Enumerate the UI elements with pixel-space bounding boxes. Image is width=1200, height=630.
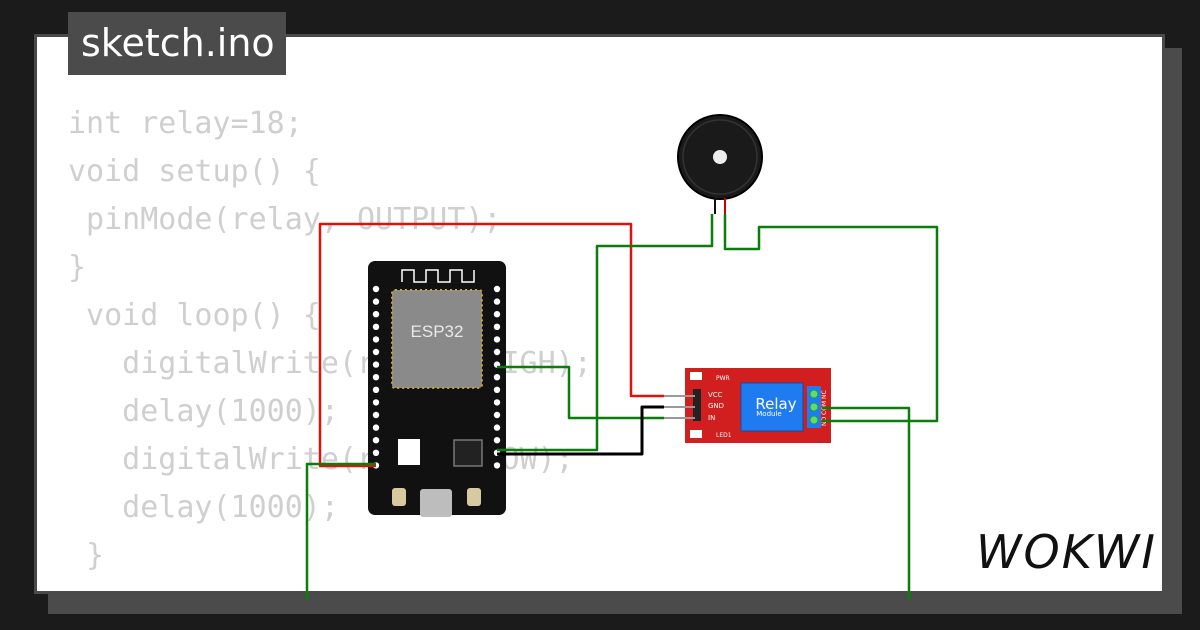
code-line: void loop() { — [68, 298, 321, 333]
esp32-pin[interactable] — [493, 437, 501, 444]
esp32-regulator — [398, 439, 420, 465]
esp32-pins-left — [372, 285, 380, 469]
file-tab-label: sketch.ino — [81, 21, 275, 65]
code-line: delay(1000); — [68, 394, 339, 429]
esp32-pin[interactable] — [372, 311, 380, 318]
esp32-pin[interactable] — [493, 374, 501, 381]
esp32-pin[interactable] — [372, 285, 380, 293]
wire-buzzer-gnd[interactable] — [497, 214, 714, 452]
esp32-pin[interactable] — [372, 424, 380, 431]
esp32-pin[interactable] — [493, 323, 501, 330]
esp32-usb-chip — [453, 439, 483, 467]
esp32-pin[interactable] — [372, 348, 380, 356]
wokwi-logo: WOKWI — [976, 525, 1157, 579]
esp32-pin[interactable] — [372, 399, 380, 406]
esp32-pin[interactable] — [493, 298, 501, 305]
preview-card — [34, 34, 1165, 594]
esp32-pin[interactable] — [372, 361, 380, 368]
esp32-pin[interactable] — [493, 285, 501, 293]
code-line: int relay=18; — [68, 106, 303, 141]
wire-vin-to-relay-vcc[interactable] — [318, 222, 664, 468]
file-tab[interactable]: sketch.ino — [68, 12, 286, 75]
wokwi-logo-text: WOKWI — [976, 525, 1157, 579]
relay-pwr-led — [690, 372, 702, 380]
relay-terminal-no — [809, 389, 819, 399]
esp32-pin[interactable] — [493, 386, 501, 393]
esp32-module-shield — [391, 289, 483, 389]
esp32-pin[interactable] — [493, 462, 501, 469]
esp32-pin[interactable] — [493, 424, 501, 431]
esp32-pin[interactable] — [372, 336, 380, 343]
relay-header — [693, 389, 701, 421]
esp32-pin[interactable] — [493, 399, 501, 406]
esp32-pin[interactable] — [372, 449, 380, 456]
esp32-pin[interactable] — [372, 323, 380, 330]
code-line: void setup() { — [68, 154, 321, 189]
code-line: pinMode(relay, OUTPUT); — [68, 202, 502, 237]
relay-subtitle: Module — [756, 410, 781, 418]
relay-title: Relay — [755, 395, 796, 413]
esp32-button-en[interactable] — [392, 488, 406, 506]
relay-pin-vcc-label: VCC — [708, 391, 723, 399]
esp32-pins-right — [493, 285, 501, 469]
relay-led1-label: LED1 — [716, 432, 732, 439]
code-line: delay(1000); — [68, 490, 339, 525]
buzzer[interactable] — [677, 114, 763, 214]
esp32-pin[interactable] — [493, 311, 501, 318]
esp32-pin[interactable] — [372, 437, 380, 444]
esp32-chip-label: ESP32 — [411, 322, 464, 341]
relay-pwr-label: PWR — [716, 375, 730, 382]
wire-gpio18-to-relay-in[interactable] — [497, 365, 664, 420]
wire-gnd-to-relay-gnd[interactable] — [497, 405, 664, 456]
wire-esp32-3v3-out[interactable] — [305, 462, 376, 600]
buzzer-ring — [682, 119, 758, 195]
wires — [305, 214, 939, 600]
code-line: } — [68, 250, 87, 285]
relay-led1 — [690, 430, 702, 438]
esp32-board[interactable]: ESP32 — [368, 261, 506, 517]
relay-terminal-label-nc: NC — [821, 390, 828, 399]
esp32-pin[interactable] — [493, 336, 501, 343]
esp32-usb-port — [420, 489, 452, 517]
buzzer-hole — [713, 150, 727, 164]
esp32-pin[interactable] — [372, 298, 380, 305]
esp32-button-boot[interactable] — [467, 488, 481, 506]
esp32-pin[interactable] — [372, 374, 380, 381]
code-line: } — [68, 538, 105, 573]
wire-relay-com-out[interactable] — [822, 406, 911, 600]
esp32-pin[interactable] — [372, 411, 380, 419]
esp32-pin[interactable] — [493, 348, 501, 356]
relay-body — [740, 382, 804, 432]
relay-terminal-nc — [809, 415, 819, 425]
relay-terminal-com — [809, 402, 819, 412]
relay-module[interactable]: PWR LED1 VCC GND IN Relay Module NO COM … — [664, 368, 831, 443]
relay-pin-in-label: IN — [708, 414, 715, 422]
esp32-pin[interactable] — [372, 386, 380, 393]
esp32-antenna — [401, 269, 475, 283]
relay-pin-gnd-label: GND — [708, 402, 724, 410]
wire-buzzer-to-relay-nc[interactable] — [723, 214, 939, 423]
esp32-pin[interactable] — [493, 411, 501, 419]
